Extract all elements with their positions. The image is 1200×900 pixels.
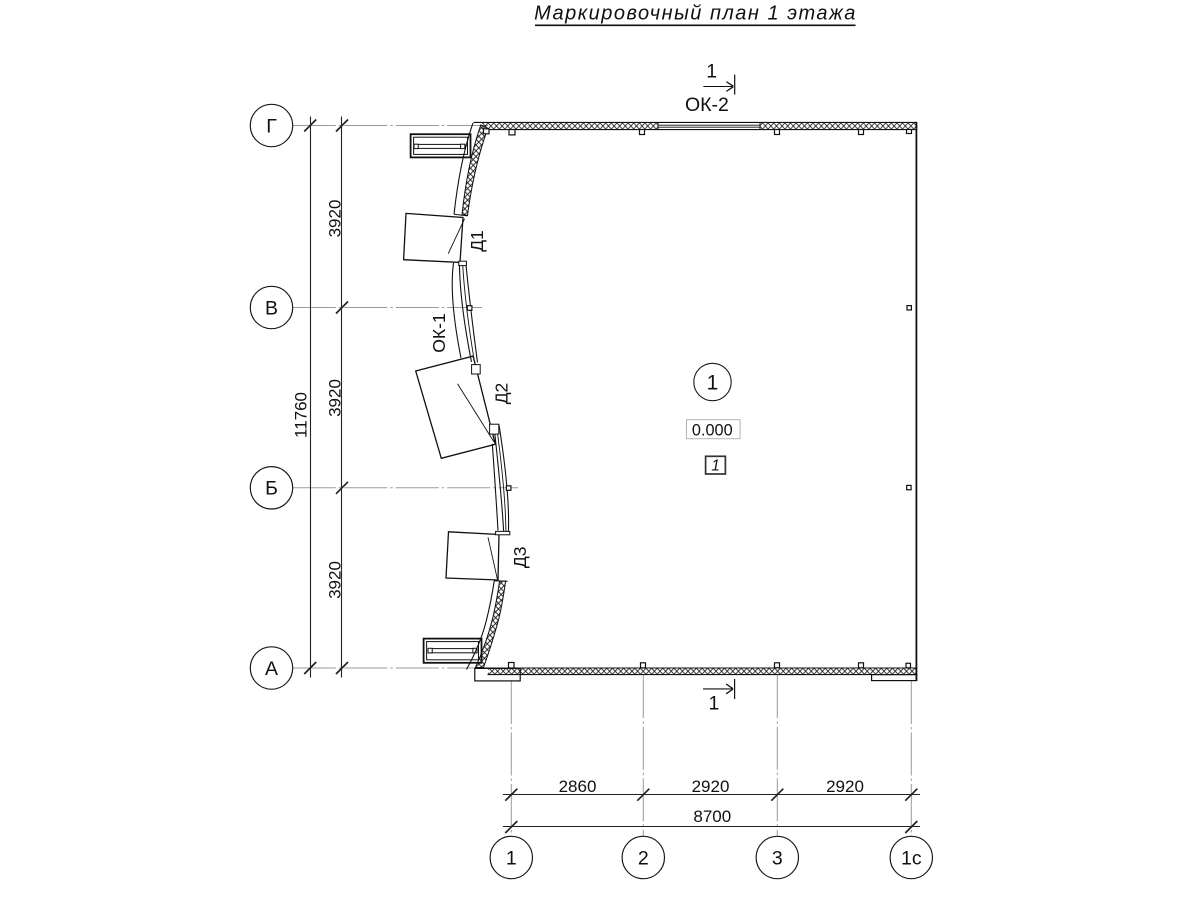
svg-text:0.000: 0.000 — [692, 421, 733, 439]
svg-text:11760: 11760 — [292, 392, 311, 438]
svg-text:2860: 2860 — [559, 777, 597, 796]
svg-text:Г: Г — [266, 115, 277, 137]
svg-text:Д1: Д1 — [467, 230, 487, 252]
svg-text:Д3: Д3 — [510, 547, 530, 569]
svg-text:Б: Б — [265, 478, 278, 500]
svg-text:1с: 1с — [901, 847, 922, 869]
svg-text:В: В — [265, 297, 278, 319]
svg-text:А: А — [265, 658, 278, 680]
svg-text:1: 1 — [706, 61, 717, 83]
svg-text:3920: 3920 — [325, 379, 344, 417]
svg-text:ОК-1: ОК-1 — [429, 313, 449, 353]
svg-text:1: 1 — [711, 458, 720, 475]
svg-text:Маркировочный план 1 этажа: Маркировочный план 1 этажа — [534, 3, 857, 25]
svg-text:ОК-2: ОК-2 — [685, 94, 729, 116]
svg-text:1: 1 — [707, 371, 719, 394]
svg-text:2: 2 — [638, 847, 649, 869]
svg-text:3: 3 — [772, 847, 783, 869]
svg-text:1: 1 — [506, 847, 517, 869]
svg-text:8700: 8700 — [693, 807, 731, 826]
svg-text:Д2: Д2 — [491, 383, 511, 405]
svg-text:3920: 3920 — [325, 561, 344, 599]
svg-text:2920: 2920 — [692, 777, 730, 796]
svg-text:3920: 3920 — [325, 200, 344, 238]
svg-text:1: 1 — [708, 693, 719, 715]
svg-text:2920: 2920 — [826, 777, 864, 796]
